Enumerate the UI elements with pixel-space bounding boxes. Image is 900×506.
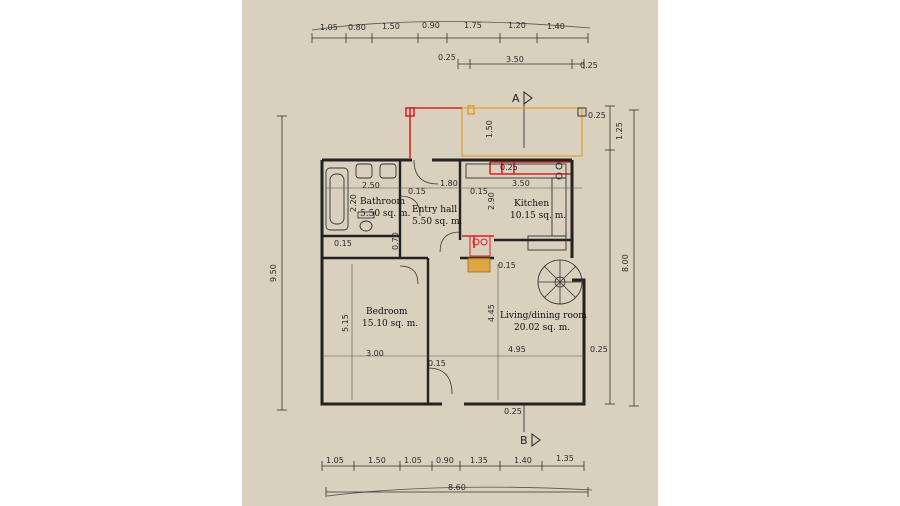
interior-dimension-lines [322, 187, 584, 400]
interior-dim-070: 0.70 [391, 232, 400, 250]
top-dim-3: 1.50 [382, 22, 400, 31]
right-dim-2: 1.25 [615, 122, 624, 140]
room-name-living: Living/dining room [500, 311, 587, 321]
interior-dim-015c: 0.15 [334, 239, 352, 248]
bottom-dim-5: 1.35 [470, 456, 488, 465]
interior-dim-350: 3.50 [512, 179, 530, 188]
room-area-entry: 5.50 sq. m. [412, 217, 463, 227]
floor-plan-drawing: 1.05 0.80 1.50 0.90 1.75 1.20 1.40 0.25 … [269, 21, 639, 497]
bottom-dim-6: 1.40 [514, 456, 532, 465]
upper-dim-1: 0.25 [438, 53, 456, 62]
interior-dim-025c: 0.25 [504, 407, 522, 416]
left-height-label: 9.50 [269, 264, 278, 282]
top-dim-4: 0.90 [422, 21, 440, 30]
left-dimension-line [277, 115, 287, 411]
right-height-label: 8.00 [621, 254, 630, 272]
interior-dim-015a: 0.15 [408, 187, 426, 196]
top-dim-6: 1.20 [508, 21, 526, 30]
top-arc-guide [311, 21, 591, 31]
interior-walls [322, 160, 572, 404]
room-name-bathroom: Bathroom [360, 197, 406, 207]
room-name-entry: Entry hall [412, 205, 457, 215]
interior-dim-250: 2.50 [362, 181, 380, 190]
upper-dim-3: 0.25 [580, 61, 598, 70]
overall-width-line [325, 487, 589, 497]
top-dim-5: 1.75 [464, 21, 482, 30]
section-marker-b: B [520, 434, 528, 447]
fireplace-unit [467, 257, 491, 273]
room-area-bathroom: 5.50 sq. m. [360, 209, 411, 219]
kitchen-counters [465, 162, 567, 251]
bottom-dim-1: 1.05 [326, 456, 344, 465]
interior-dim-290: 2.90 [487, 192, 496, 210]
right-dimension-line [605, 105, 639, 407]
upper-dim-2: 3.50 [506, 55, 524, 64]
interior-dim-150: 1.50 [485, 120, 494, 138]
top-dim-2: 0.80 [348, 23, 366, 32]
toilet [357, 211, 375, 232]
interior-dim-180: 1.80 [440, 179, 458, 188]
interior-dim-445: 4.45 [487, 304, 496, 322]
interior-dim-015d: 0.15 [498, 261, 516, 270]
top-dim-1: 1.05 [320, 23, 338, 32]
washbasin [355, 163, 397, 179]
bottom-arc-guide [326, 486, 593, 497]
interior-dim-025b: 0.25 [590, 345, 608, 354]
room-area-living: 20.02 sq. m. [514, 323, 570, 333]
spiral-staircase [537, 259, 583, 305]
interior-dim-015b: 0.15 [470, 187, 488, 196]
room-area-bedroom: 15.10 sq. m. [362, 319, 418, 329]
bathtub [325, 167, 349, 231]
door-swings [399, 159, 461, 395]
bottom-dimension-line [321, 461, 585, 471]
bottom-dim-7: 1.35 [556, 454, 574, 463]
interior-dim-515: 5.15 [341, 314, 350, 332]
section-marker-a: A [512, 92, 520, 105]
outdoor-stair-outline [461, 107, 587, 157]
bottom-dim-3: 1.05 [404, 456, 422, 465]
floor-plan-sheet: 1.05 0.80 1.50 0.90 1.75 1.20 1.40 0.25 … [242, 0, 658, 506]
section-arrow-a-icon [523, 91, 533, 105]
top-dim-7: 1.40 [547, 22, 565, 31]
interior-dim-015e: 0.15 [428, 359, 446, 368]
stove-unit [469, 235, 491, 257]
room-name-kitchen: Kitchen [514, 199, 549, 209]
bottom-dim-4: 0.90 [436, 456, 454, 465]
room-area-kitchen: 10.15 sq. m. [510, 211, 566, 221]
bottom-dim-2: 1.50 [368, 456, 386, 465]
interior-dim-300: 3.00 [366, 349, 384, 358]
right-dim-1: 0.25 [588, 111, 606, 120]
interior-dim-495: 4.95 [508, 345, 526, 354]
upper-dimension-line [457, 59, 585, 69]
section-arrow-b-icon [531, 433, 541, 447]
top-dimension-line [311, 33, 589, 43]
interior-dim-220: 2.20 [349, 194, 358, 212]
interior-dim-025a: 0.25 [500, 163, 518, 172]
room-name-bedroom: Bedroom [366, 307, 408, 317]
overall-width-label: 8.60 [448, 483, 466, 492]
